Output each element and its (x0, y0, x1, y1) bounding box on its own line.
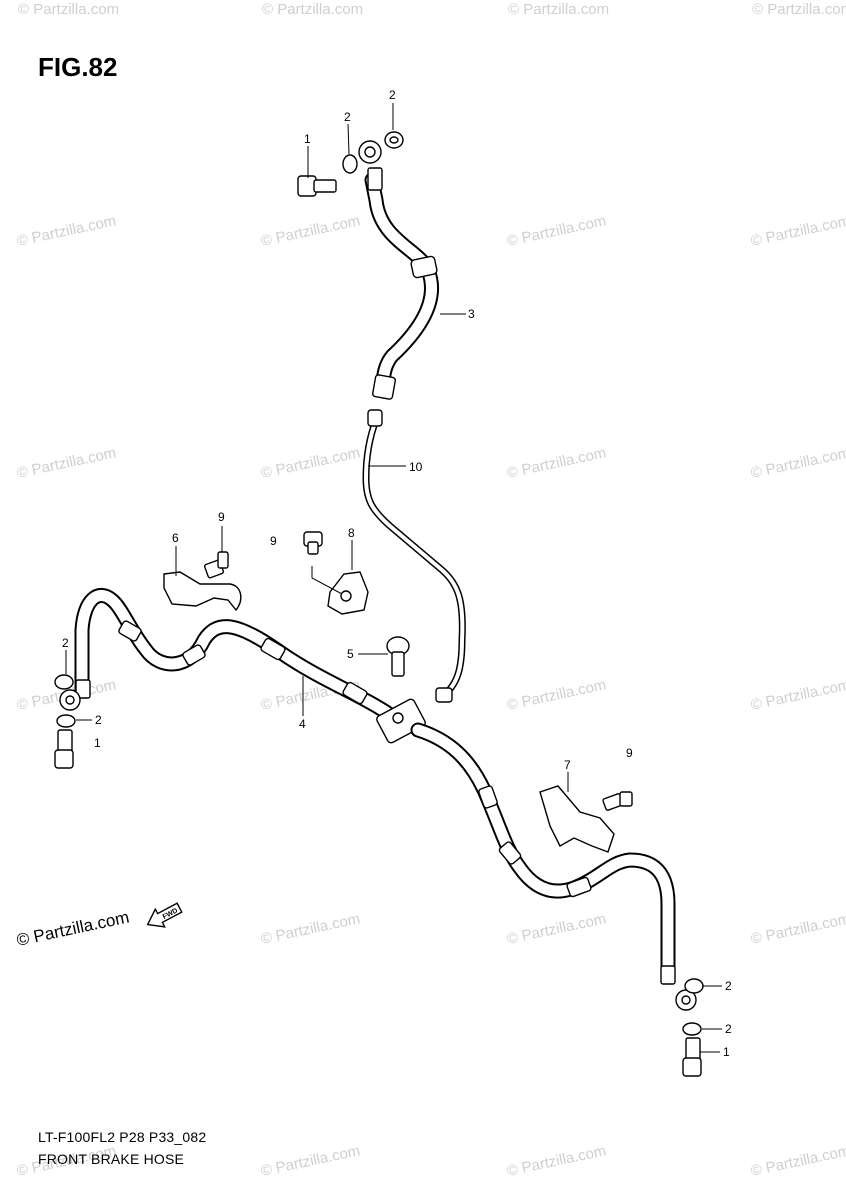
joint-bolt-thread (391, 651, 405, 677)
figure-name: FRONT BRAKE HOSE (38, 1151, 185, 1167)
hose-ferrule (260, 637, 286, 661)
hose-clamp-7 (539, 785, 633, 853)
banjo-bolt-thread (685, 1037, 701, 1061)
callout-1: 1 (723, 1045, 730, 1059)
watermark: © Partzilla.com (752, 1, 846, 18)
watermark: © Partzilla.com (15, 212, 117, 250)
hose-ferrule (566, 876, 592, 898)
watermark-primary: © Partzilla.com (15, 908, 131, 950)
banjo-hole (65, 695, 75, 705)
watermark: © Partzilla.com (15, 444, 117, 482)
hose-ferrule (182, 644, 206, 666)
watermark: © Partzilla.com (259, 910, 361, 948)
callout-6: 6 (172, 531, 179, 545)
callout-2: 2 (344, 110, 351, 124)
hose-clamp-8 (303, 531, 369, 615)
hose-ferrule (75, 679, 91, 699)
hose-ferrule (118, 620, 142, 642)
callout-2: 2 (389, 88, 396, 102)
sealing-washer (56, 714, 76, 728)
watermark: © Partzilla.com (18, 1, 119, 18)
watermark: © Partzilla.com (749, 910, 846, 948)
clamp-bolt-thread (307, 541, 319, 555)
watermark: © Partzilla.com (259, 212, 361, 250)
callout-2: 2 (95, 713, 102, 727)
banjo-hole (681, 995, 691, 1005)
clamp-bolt-head (619, 791, 633, 807)
callout-5: 5 (347, 647, 354, 661)
callout-2: 2 (62, 636, 69, 650)
upper-brake-hose (297, 131, 440, 400)
watermark: © Partzilla.com (259, 1142, 361, 1180)
callout-8: 8 (348, 526, 355, 540)
banjo-bolt-thread (57, 729, 73, 753)
lower-brake-hose-right (410, 722, 704, 1077)
sealing-washer (342, 154, 358, 174)
figure-model-code: LT-F100FL2 P28 P33_082 (38, 1129, 207, 1145)
callout-7: 7 (564, 758, 571, 772)
watermark: © Partzilla.com (505, 444, 607, 482)
leader-lines (65, 103, 722, 1053)
clamp-bolt-head (217, 551, 229, 569)
hose-clamp-6 (163, 551, 242, 612)
watermark: © Partzilla.com (749, 1142, 846, 1180)
callout-9: 9 (218, 510, 225, 524)
sealing-washer (684, 978, 704, 994)
sealing-washer-hole (389, 136, 399, 144)
three-way-joint (376, 636, 426, 744)
banjo-bolt (682, 1057, 702, 1077)
watermark-layer: © Partzilla.com © Partzilla.com © Partzi… (15, 1, 846, 1180)
hose-ferrule (367, 167, 383, 191)
banjo-hole (364, 146, 376, 158)
brake-pipe (362, 409, 466, 703)
callout-4: 4 (299, 717, 306, 731)
callout-labels: 1 2 2 3 10 9 6 9 8 5 4 2 2 1 7 9 2 2 1 (62, 88, 732, 1059)
watermark: © Partzilla.com (749, 212, 846, 250)
hose-ferrule (342, 681, 368, 705)
watermark: © Partzilla.com (749, 444, 846, 482)
callout-9: 9 (270, 534, 277, 548)
sealing-washer (682, 1022, 702, 1036)
sealing-washer (54, 674, 74, 690)
watermark: © Partzilla.com (505, 212, 607, 250)
callout-1: 1 (94, 736, 101, 750)
watermark: © Partzilla.com (259, 444, 361, 482)
lower-brake-hose-left (54, 588, 400, 769)
watermark: © Partzilla.com (505, 1142, 607, 1180)
banjo-bolt (54, 749, 74, 769)
watermark: © Partzilla.com (505, 910, 607, 948)
hose-ferrule (372, 374, 396, 400)
fwd-arrow-icon: FWD (146, 902, 183, 928)
hose-ferrule (660, 965, 676, 985)
callout-3: 3 (468, 307, 475, 321)
callout-10: 10 (409, 460, 423, 474)
hose-ferrule (410, 255, 438, 279)
callout-9: 9 (626, 746, 633, 760)
watermark: © Partzilla.com (262, 1, 363, 18)
figure-title: FIG.82 (38, 52, 118, 82)
hose-ferrule (478, 785, 498, 809)
callout-2: 2 (725, 979, 732, 993)
watermark: © Partzilla.com (505, 676, 607, 714)
watermark: © Partzilla.com (508, 1, 609, 18)
callout-1: 1 (304, 132, 311, 146)
pipe-flare-nut (367, 409, 383, 427)
callout-2: 2 (725, 1022, 732, 1036)
watermark: © Partzilla.com (749, 676, 846, 714)
banjo-bolt-thread (313, 179, 337, 193)
hose-ferrule (498, 841, 522, 865)
pipe-flare-nut (435, 687, 453, 703)
